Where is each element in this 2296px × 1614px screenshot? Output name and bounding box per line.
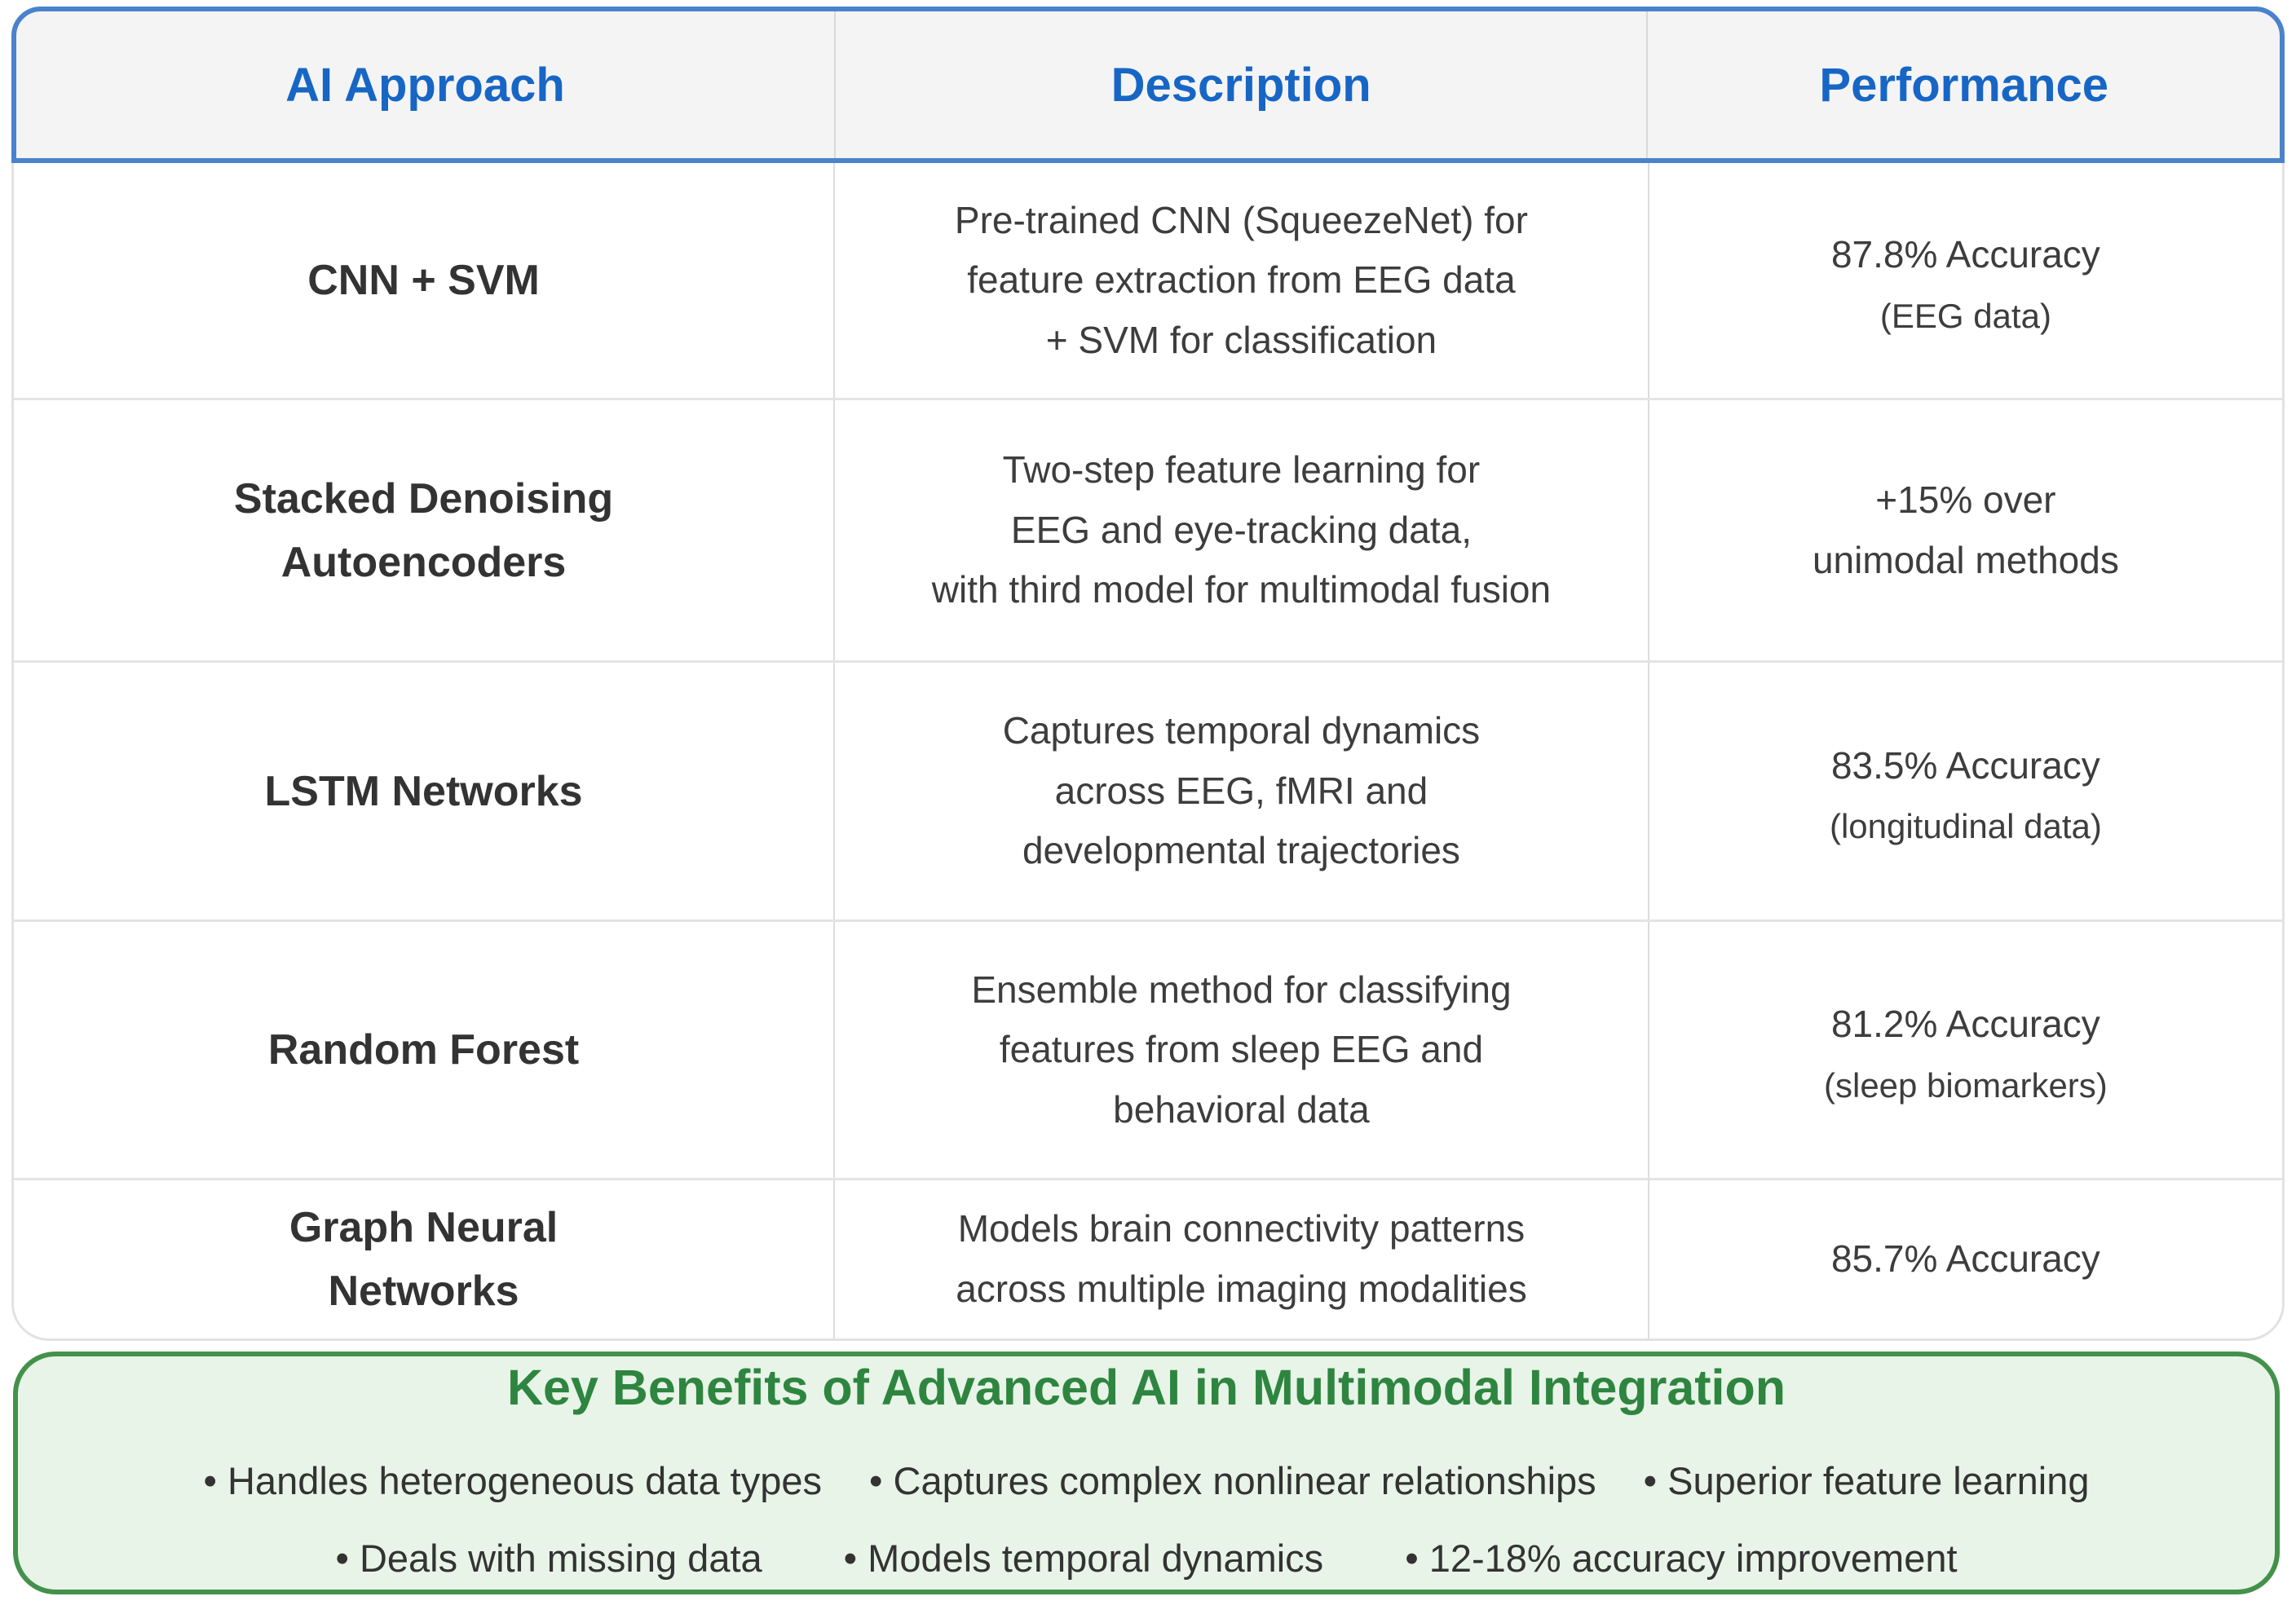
table-row: CNN + SVM Pre-trained CNN (SqueezeNet) f…: [14, 163, 2282, 398]
description-text: Pre-trained CNN (SqueezeNet) for feature…: [954, 198, 1528, 361]
performance-value: 87.8% Accuracy: [1830, 233, 2100, 276]
description-cell: Pre-trained CNN (SqueezeNet) for feature…: [835, 163, 1649, 398]
key-benefits-panel: Key Benefits of Advanced AI in Multimoda…: [13, 1352, 2280, 1594]
table-body: CNN + SVM Pre-trained CNN (SqueezeNet) f…: [11, 163, 2285, 1341]
approach-cell: CNN + SVM: [14, 163, 836, 398]
approach-cell: Stacked Denoising Autoencoders: [14, 400, 836, 660]
table-row: Random Forest Ensemble method for classi…: [14, 919, 2282, 1178]
benefit-item: • Captures complex nonlinear relationshi…: [869, 1459, 1596, 1502]
description-text: Captures temporal dynamics across EEG, f…: [1002, 709, 1481, 872]
benefits-bullet-row: • Handles heterogeneous data types • Cap…: [42, 1458, 2250, 1503]
benefit-item: • Superior feature learning: [1643, 1459, 2090, 1502]
performance-note: (EEG data): [1879, 296, 2051, 335]
description-text: Two-step feature learning for EEG and ey…: [931, 448, 1552, 611]
table-header-row: AI Approach Description Performance: [11, 7, 2285, 163]
figure-root: AI Approach Description Performance CNN …: [11, 7, 2285, 1341]
performance-value: 81.2% Accuracy: [1830, 1003, 2100, 1046]
performance-value: +15% over unimodal methods: [1812, 478, 2119, 581]
benefits-bullet-row: • Deals with missing data • Models tempo…: [42, 1536, 2250, 1581]
performance-cell: +15% over unimodal methods: [1649, 400, 2282, 660]
performance-cell: 81.2% Accuracy (sleep biomarkers): [1649, 922, 2282, 1178]
table-row: LSTM Networks Captures temporal dynamics…: [14, 660, 2282, 919]
performance-value: 83.5% Accuracy: [1830, 743, 2100, 787]
description-text: Ensemble method for classifying features…: [971, 968, 1512, 1131]
performance-cell: 83.5% Accuracy (longitudinal data): [1649, 663, 2282, 919]
benefit-item: • Deals with missing data: [335, 1537, 762, 1580]
benefit-item: • 12-18% accuracy improvement: [1405, 1537, 1958, 1580]
table-row: Graph Neural Networks Models brain conne…: [14, 1178, 2282, 1338]
approach-name: LSTM Networks: [264, 767, 583, 815]
approach-cell: Graph Neural Networks: [14, 1180, 836, 1338]
ai-approaches-table: AI Approach Description Performance CNN …: [11, 7, 2285, 1341]
benefit-item: • Handles heterogeneous data types: [203, 1459, 823, 1502]
key-benefits-title: Key Benefits of Advanced AI in Multimoda…: [506, 1360, 1786, 1415]
table-row: Stacked Denoising Autoencoders Two-step …: [14, 398, 2282, 660]
performance-note: (longitudinal data): [1829, 807, 2102, 846]
description-cell: Captures temporal dynamics across EEG, f…: [835, 663, 1649, 919]
description-cell: Two-step feature learning for EEG and ey…: [835, 400, 1649, 660]
approach-name: CNN + SVM: [307, 257, 540, 304]
column-header-ai-approach: AI Approach: [16, 11, 836, 158]
benefit-item: • Models temporal dynamics: [843, 1537, 1324, 1580]
column-header-description: Description: [836, 11, 1649, 158]
performance-value: 85.7% Accuracy: [1830, 1237, 2100, 1281]
description-cell: Ensemble method for classifying features…: [835, 922, 1649, 1178]
performance-note: (sleep biomarkers): [1824, 1065, 2108, 1105]
description-cell: Models brain connectivity patterns acros…: [835, 1180, 1649, 1338]
approach-cell: Random Forest: [14, 922, 836, 1178]
approach-name: Graph Neural Networks: [289, 1204, 559, 1315]
approach-name: Random Forest: [267, 1026, 580, 1074]
column-header-performance: Performance: [1819, 58, 2109, 112]
approach-name: Stacked Denoising Autoencoders: [233, 474, 614, 586]
description-text: Models brain connectivity patterns acros…: [956, 1207, 1527, 1310]
performance-cell: 87.8% Accuracy (EEG data): [1649, 163, 2282, 398]
approach-cell: LSTM Networks: [14, 663, 836, 919]
performance-cell: 85.7% Accuracy: [1649, 1180, 2282, 1338]
